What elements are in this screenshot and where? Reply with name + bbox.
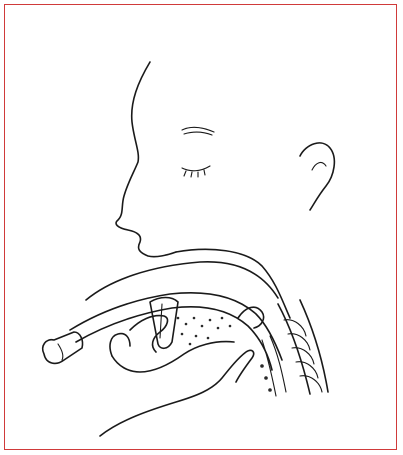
hand <box>100 350 254 436</box>
ear <box>300 143 334 210</box>
jaw-line <box>176 249 290 318</box>
eyebrow <box>182 127 214 132</box>
palate <box>86 262 278 300</box>
connector-ring <box>58 344 63 360</box>
trachea-rings <box>278 300 328 394</box>
blade-detail <box>160 304 162 338</box>
closed-eye <box>182 166 210 171</box>
esophagus <box>262 340 276 396</box>
laryngoscope-blade <box>150 298 178 349</box>
eyebrow-stroke <box>184 132 212 135</box>
tongue <box>130 316 167 352</box>
hand-thumb <box>110 334 130 356</box>
ear-inner <box>312 163 326 170</box>
esophagus-inner <box>270 336 286 392</box>
face-profile <box>116 62 176 257</box>
